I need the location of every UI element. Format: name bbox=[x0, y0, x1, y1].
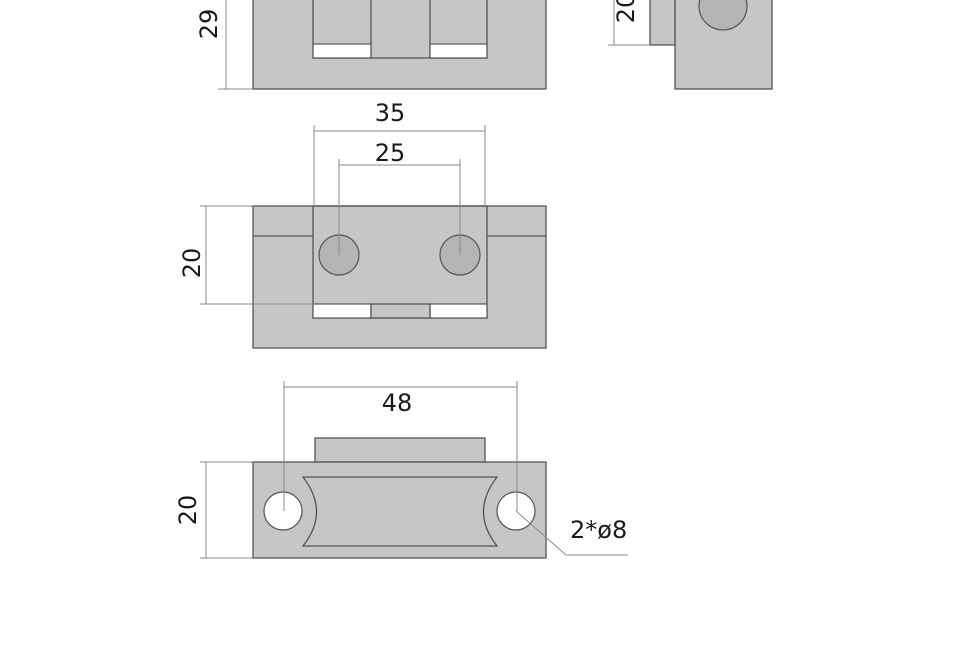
front-view: 35 25 20 bbox=[178, 99, 547, 349]
top-view-body bbox=[252, 0, 547, 90]
front-view-slot-right bbox=[429, 303, 488, 319]
front-inner-width-label: 25 bbox=[375, 139, 406, 167]
bottom-view-hole-left bbox=[263, 491, 303, 531]
top-view: 29 bbox=[195, 0, 547, 90]
front-view-slot-left bbox=[312, 303, 372, 319]
side-view-tab bbox=[649, 0, 676, 46]
front-outer-width-label: 35 bbox=[375, 99, 406, 127]
top-view-channel bbox=[312, 0, 488, 59]
bottom-hole-spacing-label: 48 bbox=[382, 389, 413, 417]
hole-callout-leader bbox=[515, 510, 628, 556]
side-height-label: 20 bbox=[612, 0, 640, 23]
side-view: 20 bbox=[608, 0, 773, 90]
front-view-web bbox=[370, 303, 431, 319]
hole-callout-label: 2*ø8 bbox=[570, 516, 627, 544]
bottom-height-label: 20 bbox=[174, 495, 202, 526]
bottom-view-recess bbox=[301, 476, 499, 547]
top-height-label: 29 bbox=[195, 9, 223, 40]
top-view-slot-left bbox=[312, 43, 372, 59]
front-view-body bbox=[252, 205, 547, 349]
side-view-boss bbox=[698, 0, 748, 31]
top-view-slot-right bbox=[429, 43, 488, 59]
bottom-view-boss-top bbox=[314, 437, 486, 463]
bottom-view: 48 20 2*ø8 bbox=[174, 381, 628, 559]
front-height-label: 20 bbox=[178, 248, 206, 279]
